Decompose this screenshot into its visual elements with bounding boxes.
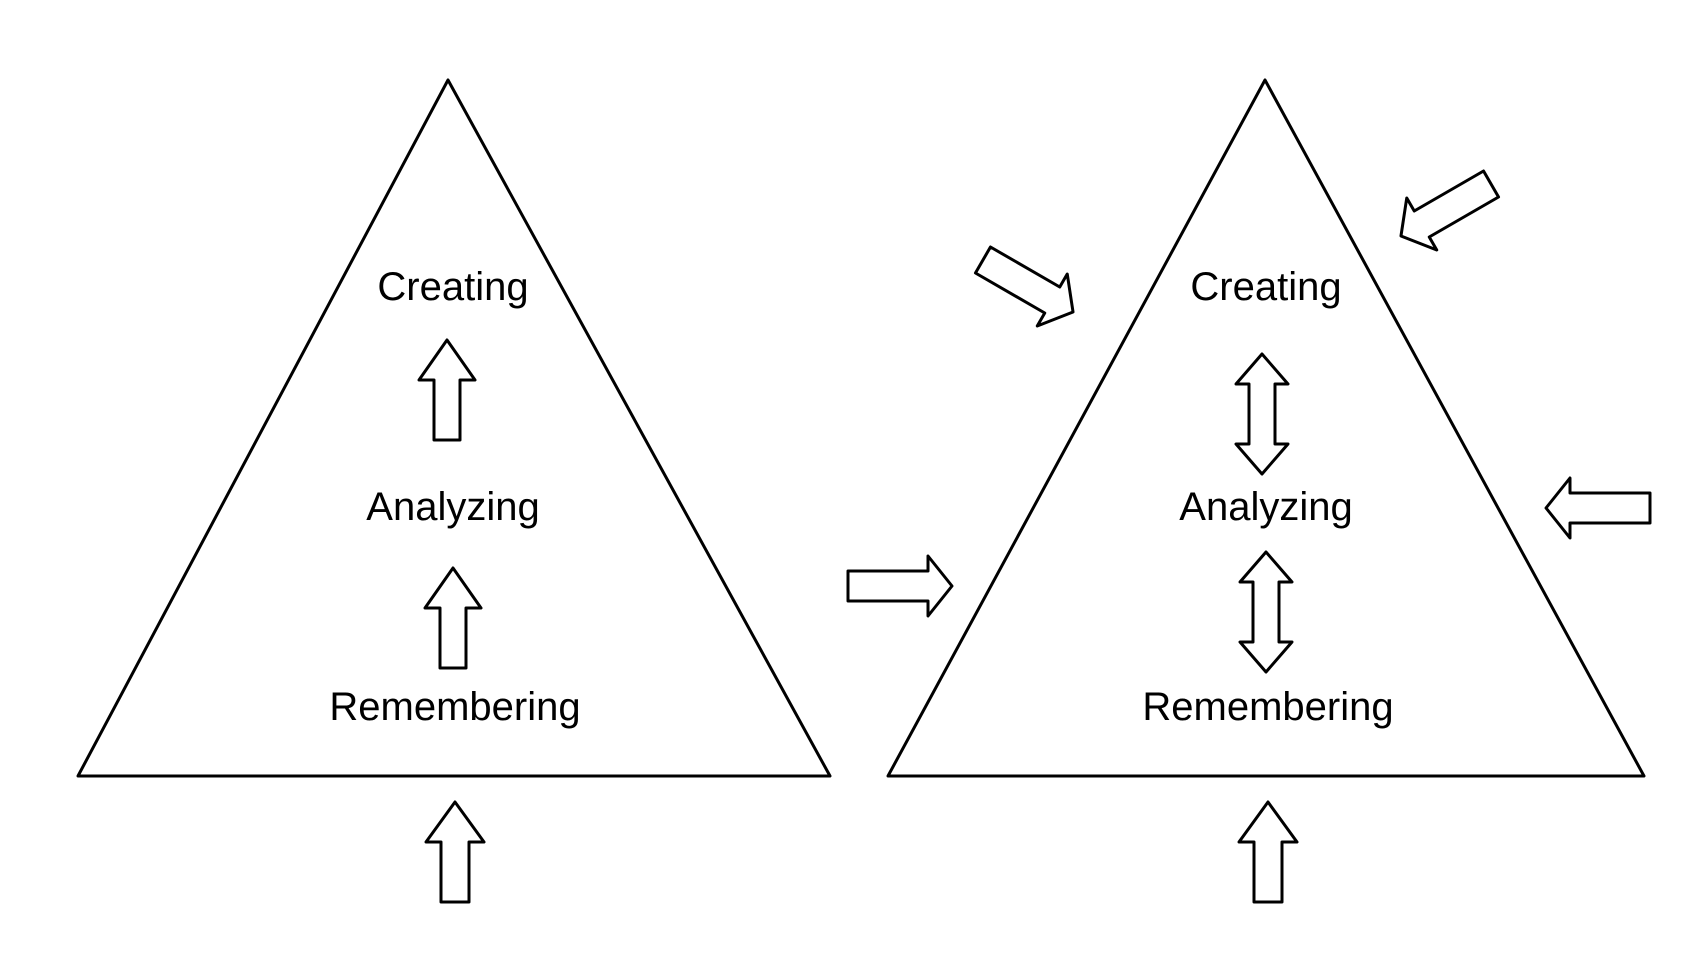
right-inward-arrow-icon (1544, 476, 1652, 540)
left-label-analyzing: Analyzing (366, 485, 539, 529)
right-bottom-input-arrow-icon (1237, 800, 1299, 904)
right-label-creating: Creating (1190, 265, 1341, 309)
right-label-remembering: Remembering (1142, 685, 1393, 729)
left-label-remembering: Remembering (329, 685, 580, 729)
upper-right-inward-arrow-icon (1399, 169, 1501, 252)
left-up-arrow-icon (417, 338, 477, 442)
left-up-arrow-icon (423, 566, 483, 670)
upper-left-inward-arrow-icon (973, 245, 1075, 328)
left-label-creating: Creating (377, 265, 528, 309)
right-double-arrow-icon (1238, 550, 1294, 674)
middle-right-arrow-icon (846, 554, 954, 618)
left-pyramid: Creating Analyzing Remembering (76, 78, 832, 778)
right-label-analyzing: Analyzing (1179, 485, 1352, 529)
right-pyramid: Creating Analyzing Remembering (886, 78, 1646, 778)
right-double-arrow-icon (1234, 352, 1290, 476)
left-bottom-input-arrow-icon (424, 800, 486, 904)
